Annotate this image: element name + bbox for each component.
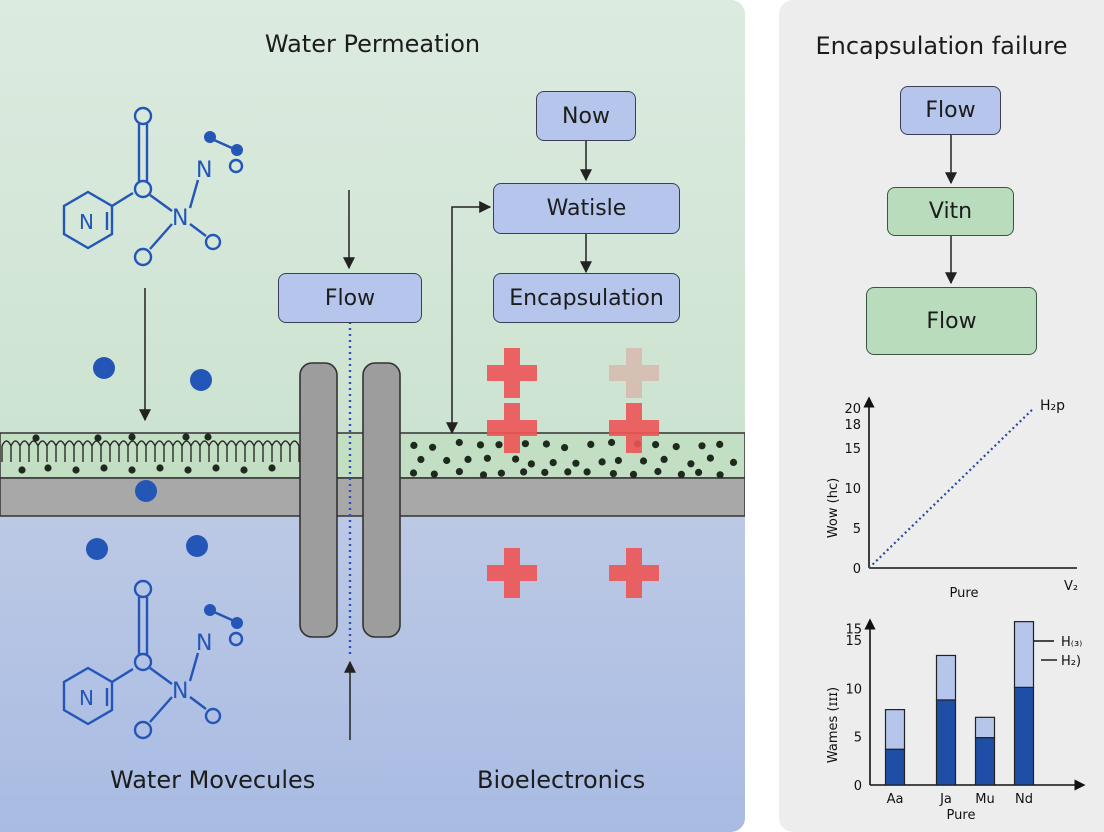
molecule-n-bottom-2: N xyxy=(196,631,212,656)
watisle-box: Watisle xyxy=(493,183,680,234)
bar-chart-category-label: Ja xyxy=(939,792,952,807)
legend-entry-1: H₍₃₎ xyxy=(1061,635,1082,650)
encapsulation-failure-panel: Encapsulation failure Flow Vitn Flow 0 5 1… xyxy=(779,0,1104,832)
molecule-n-bottom: N xyxy=(172,679,188,704)
line-chart-ytick: 18 xyxy=(844,418,861,433)
molecule-n-top-2: N xyxy=(196,158,212,183)
line-chart-xlabel: Pure xyxy=(950,586,979,601)
bar-chart-ytick: 10 xyxy=(845,682,862,697)
line-chart-ytick: 10 xyxy=(844,482,861,497)
bar-aa-lower xyxy=(884,748,906,786)
bar-chart-xlabel: Pure xyxy=(947,808,976,823)
encapsulation-box: Encapsulation xyxy=(493,273,680,323)
arrow-loop-to-watisle xyxy=(451,201,492,428)
bar-nd-upper xyxy=(1013,621,1035,688)
molecule-structure-bottom xyxy=(62,579,244,740)
bar-mu-upper xyxy=(974,716,996,739)
bar-chart-ylabel: Wames (ɪɪɪ) xyxy=(826,687,841,763)
bar-ja-lower xyxy=(935,699,957,786)
line-chart-ytick: 20 xyxy=(844,402,861,417)
bar-chart-category-label: Aa xyxy=(887,792,904,807)
ring-n-top: N xyxy=(79,210,94,234)
line-chart-series xyxy=(868,407,1035,569)
channel-pillar-right xyxy=(362,362,401,638)
water-permeation-panel: Water Permeation xyxy=(0,0,745,832)
line-chart-ylabel: Wow (hc) xyxy=(826,478,841,538)
bar-chart-category-label: Nd xyxy=(1015,792,1033,807)
line-chart-x-end-label: V₂ xyxy=(1064,579,1078,594)
water-molecules-caption: Water Movecules xyxy=(110,766,316,794)
molecule-structure-top xyxy=(62,106,244,267)
flow-chain-arrows xyxy=(945,135,957,285)
line-chart-ytick: 5 xyxy=(853,522,861,537)
line-chart-ytick: 0 xyxy=(853,562,861,577)
bar-chart-ytick: 15 xyxy=(845,622,862,637)
right-flow-top-box: Flow xyxy=(900,86,1001,135)
membrane-particles xyxy=(18,433,738,479)
legend-entry-2: H₂) xyxy=(1061,654,1081,669)
bar-chart-ytick: 15 xyxy=(845,634,862,649)
vitn-box: Vitn xyxy=(887,187,1014,236)
bar-ja-upper xyxy=(935,654,957,701)
bar-chart-category-label: Mu xyxy=(975,792,994,807)
bioelectronics-caption: Bioelectronics xyxy=(477,766,646,794)
bar-aa-upper xyxy=(884,708,906,750)
bar-chart-ytick: 0 xyxy=(854,779,862,794)
right-flow-bottom-box: Flow xyxy=(866,287,1037,355)
membrane-scene: N N N N N N xyxy=(0,106,745,740)
ring-n-bottom: N xyxy=(79,686,94,710)
encapsulation-failure-title: Encapsulation failure xyxy=(815,32,1068,60)
bar-mu-lower xyxy=(974,737,996,786)
red-crosses xyxy=(487,348,659,598)
molecule-n-top: N xyxy=(172,206,188,231)
now-box: Now xyxy=(536,91,636,141)
bar-chart-ytick: 5 xyxy=(854,731,862,746)
flow-box: Flow xyxy=(278,273,422,323)
water-molecule-dots xyxy=(86,357,212,560)
line-chart-ytick: 15 xyxy=(844,442,861,457)
channel-pillar-left xyxy=(299,362,338,638)
water-permeation-title: Water Permeation xyxy=(264,30,481,58)
line-chart-series-label: H₂p xyxy=(1040,398,1065,414)
bar-nd-lower xyxy=(1013,686,1035,786)
lipid-wave xyxy=(1,440,300,462)
